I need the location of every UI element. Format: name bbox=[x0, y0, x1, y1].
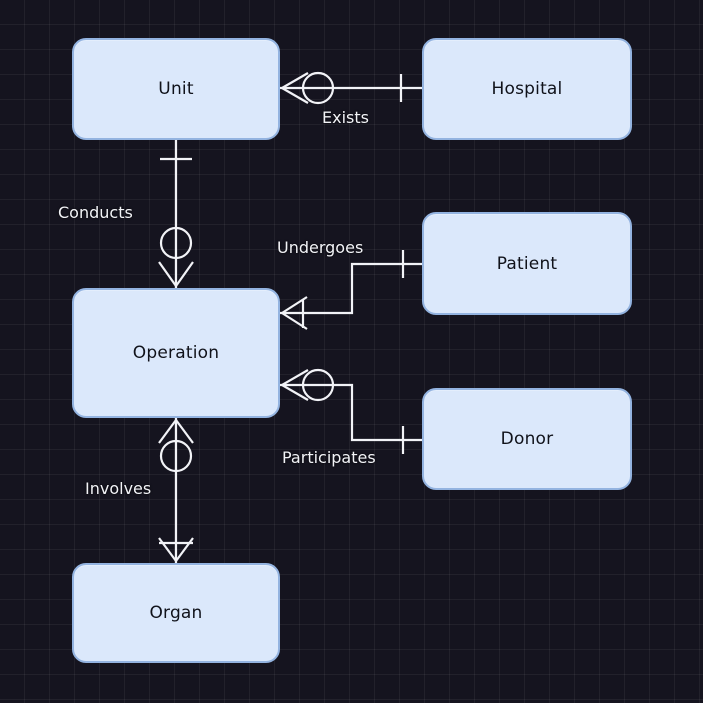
edge-exists[interactable] bbox=[280, 71, 422, 105]
entity-hospital[interactable]: Hospital bbox=[422, 38, 632, 140]
entity-label-donor: Donor bbox=[500, 429, 554, 449]
edge-label-involves[interactable]: Involves bbox=[85, 479, 152, 498]
edge-label-conducts[interactable]: Conducts bbox=[58, 203, 133, 222]
edge-label-undergoes[interactable]: Undergoes bbox=[277, 238, 364, 257]
edge-participates[interactable] bbox=[280, 368, 422, 454]
entity-label-organ: Organ bbox=[149, 603, 203, 623]
crowsfoot-involves-organ bbox=[158, 537, 194, 562]
entity-label-patient: Patient bbox=[496, 253, 558, 274]
entity-label-operation: Operation bbox=[132, 343, 220, 363]
entity-organ[interactable]: Organ bbox=[72, 563, 280, 663]
edge-involves[interactable] bbox=[158, 418, 194, 563]
entity-patient[interactable]: Patient bbox=[422, 212, 632, 315]
crowsfoot-undergoes-operation bbox=[281, 296, 308, 330]
zero-circle-exists-unit bbox=[301, 71, 335, 105]
edge-undergoes[interactable] bbox=[280, 250, 422, 330]
crowsfoot-involves-operation bbox=[158, 419, 194, 444]
entity-unit[interactable]: Unit bbox=[72, 38, 280, 140]
zero-circle-participates-operation bbox=[301, 368, 335, 402]
crowsfoot-participates-operation bbox=[281, 369, 309, 401]
zero-circle-conducts-operation bbox=[159, 226, 193, 260]
entity-operation[interactable]: Operation bbox=[72, 288, 280, 418]
crowsfoot-conducts-operation bbox=[158, 261, 194, 287]
zero-circle-involves-operation bbox=[159, 439, 193, 473]
entity-label-hospital: Hospital bbox=[491, 79, 563, 99]
edge-conducts[interactable] bbox=[158, 140, 194, 288]
edge-label-participates[interactable]: Participates bbox=[282, 448, 376, 467]
edge-label-exists[interactable]: Exists bbox=[322, 108, 369, 127]
entity-label-unit: Unit bbox=[158, 79, 194, 99]
entity-donor[interactable]: Donor bbox=[422, 388, 632, 490]
crowsfoot-exists-unit bbox=[281, 72, 309, 104]
